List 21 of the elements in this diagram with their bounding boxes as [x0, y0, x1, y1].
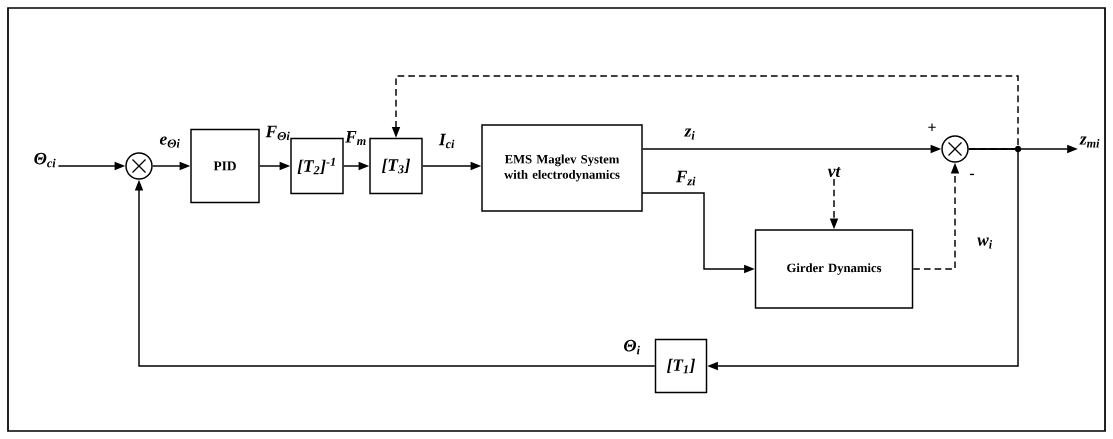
- sign-label: +: [928, 123, 936, 131]
- matrix-box: [T$_{2}$]$^{-1}$: [290, 137, 344, 195]
- signal-label: Θ$_{ci}$: [34, 152, 56, 168]
- matrix-box: [T$_{3}$]: [369, 137, 423, 195]
- process-box: EMS Maglev System with electrodynamics: [481, 124, 643, 212]
- edge-label: F$_{m}$: [345, 131, 366, 145]
- process-box: PID: [190, 128, 260, 204]
- summing-junction: [941, 135, 969, 163]
- edge-label: I$_{ci}$: [438, 133, 455, 149]
- edge-label: w$_{i}$: [977, 237, 993, 249]
- signal-label: z$_{mi}$: [1079, 136, 1100, 148]
- edge-label: F$_{zi}$: [675, 170, 696, 186]
- sign-label: -: [969, 173, 975, 176]
- edge-label: z$_{i}$: [684, 128, 695, 140]
- process-box: Girder Dynamics: [754, 229, 914, 309]
- matrix-box: [T$_{1}$]: [654, 338, 708, 394]
- signal-label: vt: [827, 167, 841, 177]
- edge-label: Θ$_{i}$: [624, 339, 640, 355]
- edge-label: F$_{Θi}$: [265, 125, 290, 141]
- summing-junction: [125, 152, 153, 180]
- edge-label: e$_{Θi}$: [159, 136, 180, 148]
